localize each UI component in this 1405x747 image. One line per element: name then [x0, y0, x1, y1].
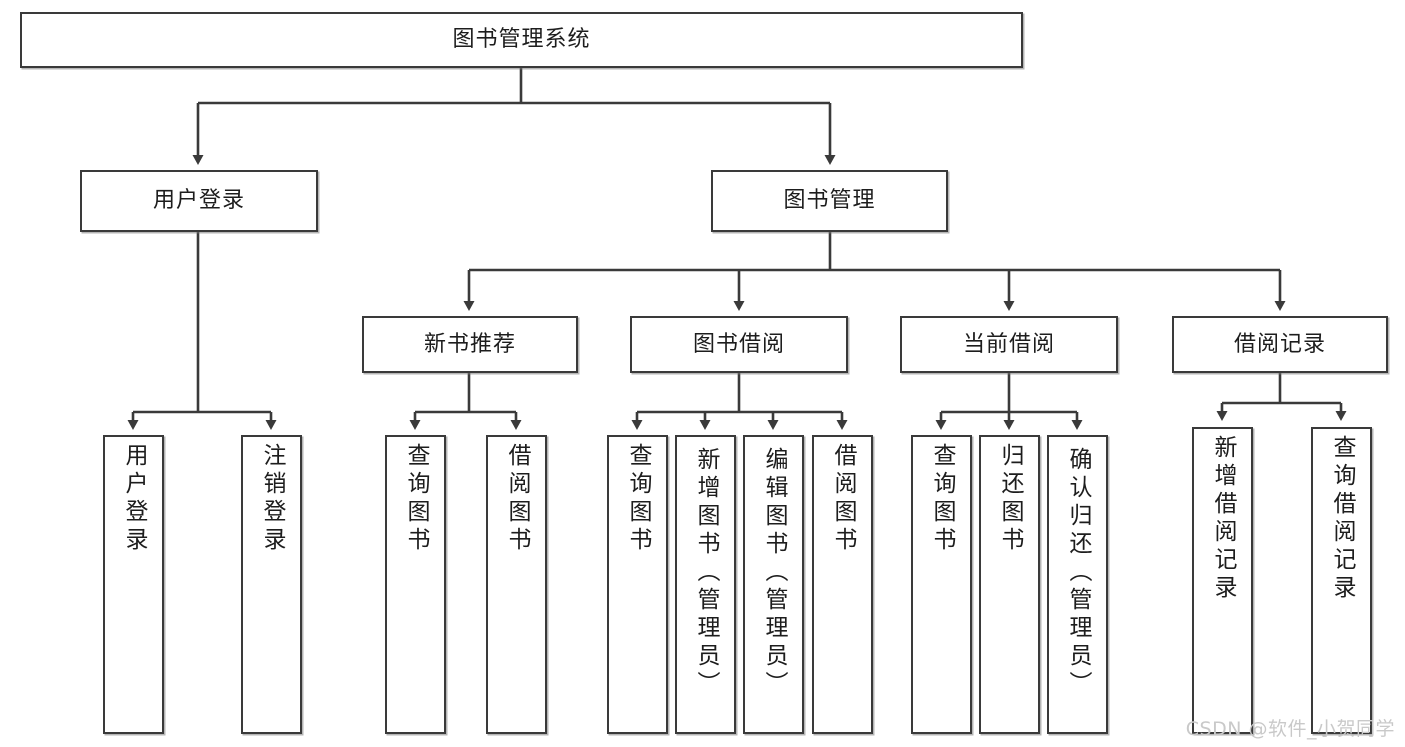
node-label: 用户登录 [121, 443, 147, 555]
node-label: 查询借阅记录 [1329, 435, 1355, 603]
node-label: 图书管理系统 [452, 27, 591, 53]
leaf-logout[interactable]: 注销登录 [241, 435, 302, 734]
node-book-management[interactable]: 图书管理 [711, 170, 948, 232]
node-user-login[interactable]: 用户登录 [80, 170, 318, 232]
node-label: 新增借阅记录 [1210, 435, 1236, 603]
leaf-query-borrow-record[interactable]: 查询借阅记录 [1311, 427, 1372, 734]
node-label: 借阅图书 [504, 443, 530, 555]
node-label: 借阅记录 [1233, 331, 1326, 357]
node-label: 当前借阅 [962, 331, 1055, 357]
leaf-user-login[interactable]: 用户登录 [103, 435, 164, 734]
node-new-book-recommend[interactable]: 新书推荐 [362, 316, 578, 373]
node-root-system[interactable]: 图书管理系统 [20, 12, 1023, 68]
node-label: 图书借阅 [692, 331, 785, 357]
node-label: 借阅图书 [830, 443, 856, 555]
node-label: 归还图书 [997, 443, 1023, 555]
leaf-borrow-query-book[interactable]: 查询图书 [607, 435, 668, 734]
leaf-new-book-query[interactable]: 查询图书 [385, 435, 446, 734]
leaf-borrow-book[interactable]: 借阅图书 [812, 435, 873, 734]
node-label: 查询图书 [625, 443, 651, 555]
node-current-borrow[interactable]: 当前借阅 [900, 316, 1118, 373]
leaf-new-book-borrow[interactable]: 借阅图书 [486, 435, 547, 734]
node-label: 新书推荐 [423, 331, 516, 357]
leaf-return-book[interactable]: 归还图书 [979, 435, 1040, 734]
node-label: 查询图书 [929, 443, 955, 555]
node-label: 查询图书 [403, 443, 429, 555]
node-label: 确认归还（管理员） [1065, 447, 1091, 699]
leaf-current-query-book[interactable]: 查询图书 [911, 435, 972, 734]
leaf-add-book-admin[interactable]: 新增图书（管理员） [675, 435, 736, 734]
leaf-add-borrow-record[interactable]: 新增借阅记录 [1192, 427, 1253, 734]
leaf-confirm-return-admin[interactable]: 确认归还（管理员） [1047, 435, 1108, 734]
node-label: 用户登录 [152, 188, 245, 214]
leaf-edit-book-admin[interactable]: 编辑图书（管理员） [743, 435, 804, 734]
node-label: 图书管理 [783, 188, 876, 214]
node-book-borrow[interactable]: 图书借阅 [630, 316, 848, 373]
node-borrow-record[interactable]: 借阅记录 [1172, 316, 1388, 373]
node-label: 新增图书（管理员） [693, 447, 719, 699]
node-label: 注销登录 [259, 443, 285, 555]
node-label: 编辑图书（管理员） [761, 447, 787, 699]
